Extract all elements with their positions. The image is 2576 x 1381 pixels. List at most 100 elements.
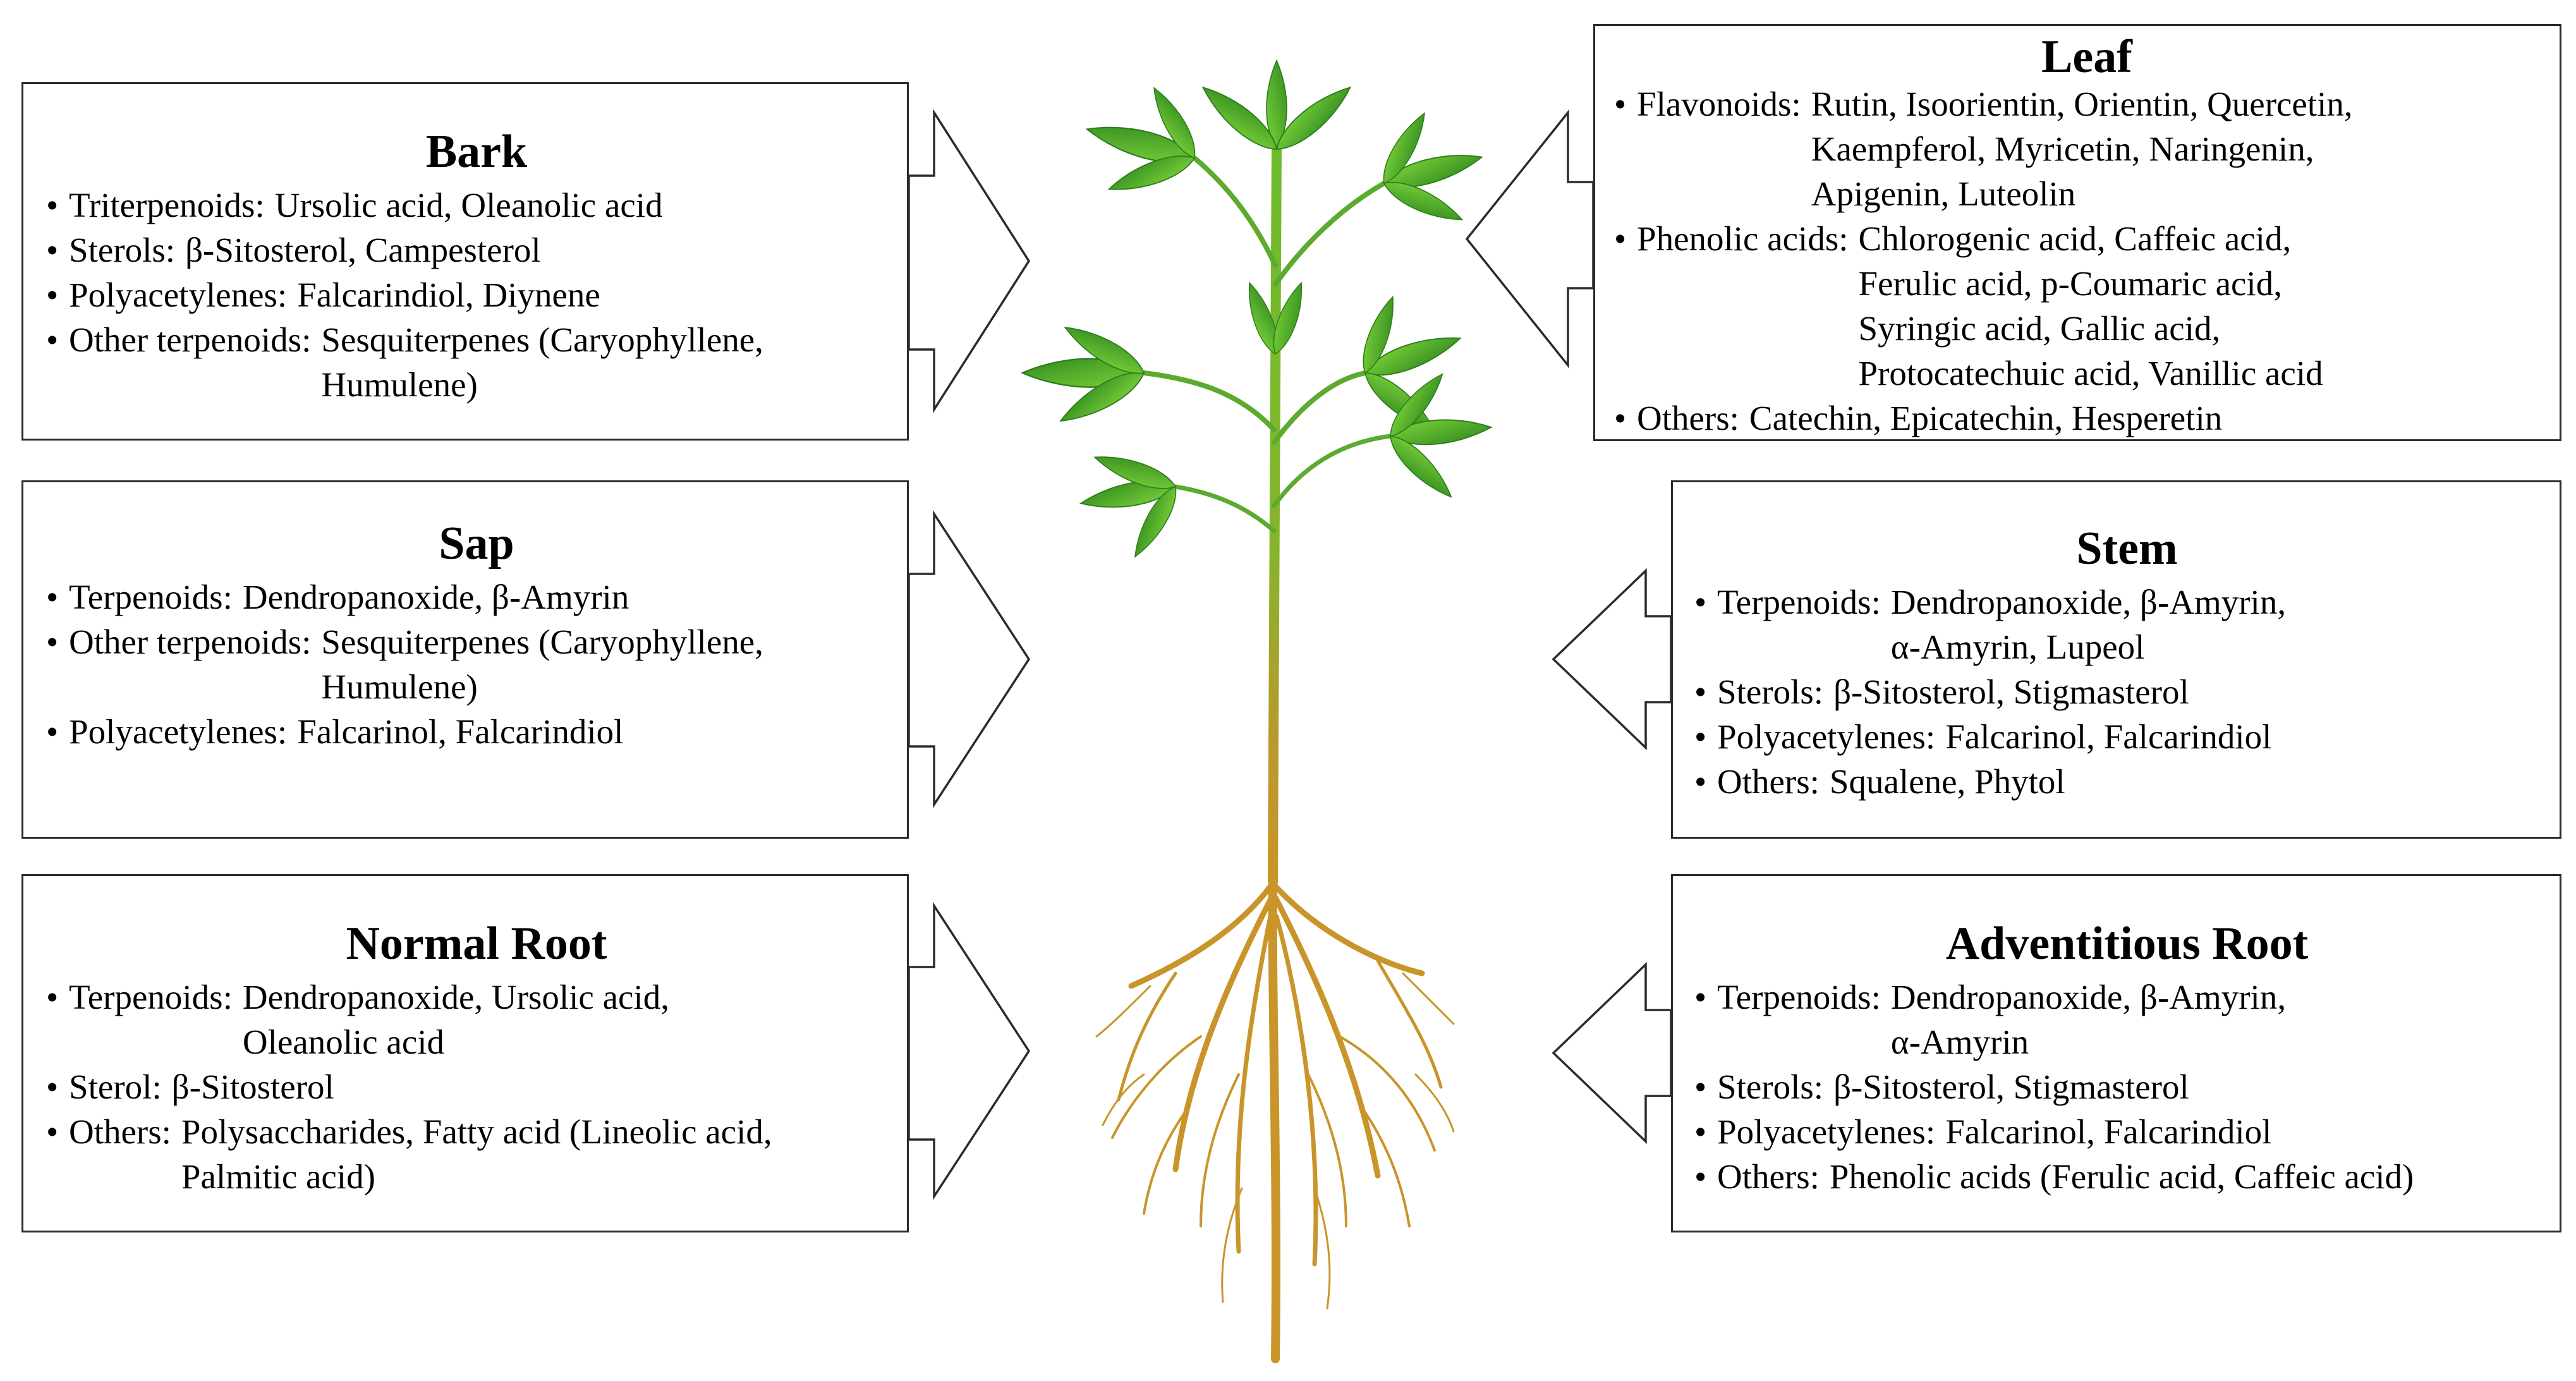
compound-continuation: Flavonoids:Apigenin, Luteolin — [1614, 171, 2560, 216]
compound-names: Palmitic acid) — [181, 1157, 375, 1196]
compound-class-label: Sterols: — [69, 231, 176, 269]
compound-class-label: Flavonoids: — [1637, 85, 1801, 123]
compound-entry: •Sterols:β-Sitosterol, Stigmasterol — [1694, 669, 2560, 714]
compound-names: Protocatechuic acid, Vanillic acid — [1858, 354, 2323, 392]
compound-class-label: Triterpenoids: — [69, 186, 265, 224]
plant-stem — [1141, 140, 1393, 887]
adventitious-root-title: Adventitious Root — [1945, 918, 2309, 970]
leaf-list: • Flavonoids: Rutin, Isoorientin, Orientin… — [1614, 82, 2560, 441]
bullet-icon: • — [46, 978, 59, 1016]
compound-names: β-Sitosterol — [171, 1068, 334, 1106]
compound-entry: •Other terpenoids:Sesquiterpenes (Caryop… — [46, 317, 907, 362]
compound-names: Falcarinol, Falcarindiol — [1945, 717, 2272, 756]
compound-class-label: Others: — [1717, 762, 1820, 801]
compound-class-label: Terpenoids: — [1717, 978, 1881, 1016]
sap-list: •Terpenoids:Dendropanoxide, β-Amyrin•Oth… — [46, 575, 907, 754]
compound-entry: •Sterols:β-Sitosterol, Campesterol — [46, 228, 907, 272]
bullet-icon: • — [46, 1112, 59, 1151]
compound-names: Apigenin, Luteolin — [1811, 174, 2076, 213]
compound-continuation: Terpenoids:Oleanolic acid — [46, 1019, 907, 1064]
compound-entry: • Polyacetylenes:Falcarinol, Falcarindiol — [46, 709, 907, 754]
compound-names: Dendropanoxide, β-Amyrin, — [1890, 583, 2287, 621]
compound-class-label: Sterol: — [69, 1068, 162, 1106]
plant-leaves — [1021, 60, 1493, 563]
bark-arrow-icon — [908, 109, 1031, 413]
adventitious-root-list: •Terpenoids:Dendropanoxide, β-Amyrin,Ter… — [1694, 975, 2560, 1199]
compound-entry: •Sterol:β-Sitosterol — [46, 1064, 907, 1109]
compound-class-label: Phenolic acids: — [1637, 219, 1849, 258]
compound-class-label: Terpenoids: — [1717, 583, 1881, 621]
compound-class-label: Sterols: — [1717, 672, 1824, 711]
compound-continuation: Others:Palmitic acid) — [46, 1154, 907, 1199]
compound-continuation: Phenolic acids:Protocatechuic acid, Vani… — [1614, 351, 2560, 396]
compound-continuation: Terpenoids:α-Amyrin — [1694, 1019, 2560, 1064]
bark-panel: Bark • Triterpenoids:Ursolic acid, Oleano… — [21, 82, 909, 441]
compound-entry: •Others:Polysaccharides, Fatty acid (Lin… — [46, 1109, 907, 1154]
compound-entry: •Others:Squalene, Phytol — [1694, 759, 2560, 804]
compound-entry: •Terpenoids:Dendropanoxide, β-Amyrin — [46, 575, 907, 619]
bullet-icon: • — [46, 276, 59, 314]
compound-class-label: Sterols: — [1717, 1068, 1824, 1106]
compound-class-label: Others: — [1717, 1157, 1820, 1196]
sap-title: Sap — [439, 518, 514, 569]
stem-panel: Stem •Terpenoids:Dendropanoxide, β-Amyri… — [1671, 480, 2561, 839]
stem-arrow-icon — [1552, 568, 1672, 751]
leaf-arrow-icon — [1465, 109, 1595, 368]
stem-title: Stem — [2076, 523, 2178, 575]
bullet-icon: • — [1694, 978, 1707, 1016]
compound-entry: • Polyacetylenes:Falcarindiol, Diynene — [46, 272, 907, 317]
compound-names: Rutin, Isoorientin, Orientin, Quercetin, — [1811, 85, 2353, 123]
compound-entry: •Polyacetylenes:Falcarinol, Falcarindiol — [1694, 1109, 2560, 1154]
compound-names: Falcarinol, Falcarindiol — [1945, 1112, 2272, 1151]
bark-list: • Triterpenoids:Ursolic acid, Oleanolic a… — [46, 183, 907, 407]
compound-class-label: Other terpenoids: — [69, 320, 312, 359]
normal-root-title: Normal Root — [346, 918, 607, 970]
compound-entry: •Terpenoids:Dendropanoxide, Ursolic acid… — [46, 975, 907, 1019]
compound-names: Falcarindiol, Diynene — [297, 276, 600, 314]
compound-continuation: Terpenoids:α-Amyrin, Lupeol — [1694, 624, 2560, 669]
bullet-icon: • — [1614, 85, 1627, 123]
bark-title: Bark — [425, 126, 528, 178]
compound-entry: •Terpenoids:Dendropanoxide, β-Amyrin, — [1694, 580, 2560, 624]
compound-class-label: Others: — [69, 1112, 171, 1151]
bullet-icon: • — [1694, 1112, 1707, 1151]
compound-continuation: Phenolic acids:Ferulic acid, p-Coumaric … — [1614, 261, 2560, 306]
compound-names: Sesquiterpenes (Caryophyllene, — [321, 623, 763, 661]
compound-names: Humulene) — [321, 365, 478, 404]
compound-entry: •Others:Phenolic acids (Ferulic acid, Ca… — [1694, 1154, 2560, 1199]
compound-names: Sesquiterpenes (Caryophyllene, — [321, 320, 763, 359]
compound-entry: •Terpenoids:Dendropanoxide, β-Amyrin, — [1694, 975, 2560, 1019]
compound-class-label: Terpenoids: — [69, 578, 233, 616]
normal-root-list: •Terpenoids:Dendropanoxide, Ursolic acid… — [46, 975, 907, 1199]
compound-names: β-Sitosterol, Stigmasterol — [1833, 1068, 2189, 1106]
compound-class-label: Other terpenoids: — [69, 623, 312, 661]
compound-class-label: Others: — [1637, 399, 1739, 437]
compound-names: Kaempferol, Myricetin, Naringenin, — [1811, 130, 2314, 168]
bullet-icon: • — [1694, 1157, 1707, 1196]
compound-names: β-Sitosterol, Stigmasterol — [1833, 672, 2189, 711]
compound-entry: • Triterpenoids:Ursolic acid, Oleanolic a… — [46, 183, 907, 228]
compound-names: Ferulic acid, p-Coumaric acid, — [1858, 264, 2282, 303]
adventitious-root-arrow-icon — [1552, 961, 1672, 1145]
leaf-panel: Leaf • Flavonoids: Rutin, Isoorientin, Ori… — [1593, 24, 2561, 441]
compound-continuation: Other terpenoids:Humulene) — [46, 362, 907, 407]
compound-entry: •Other terpenoids:Sesquiterpenes (Caryop… — [46, 619, 907, 664]
bullet-icon: • — [46, 712, 59, 751]
compound-names: Syringic acid, Gallic acid, — [1858, 309, 2221, 348]
compound-names: Falcarinol, Falcarindiol — [297, 712, 624, 751]
leaf-title: Leaf — [2041, 31, 2132, 83]
normal-root-panel: Normal Root •Terpenoids:Dendropanoxide, … — [21, 874, 909, 1232]
compound-class-label: Polyacetylenes: — [1717, 717, 1936, 756]
compound-continuation: Flavonoids:Kaempferol, Myricetin, Naring… — [1614, 126, 2560, 171]
bullet-icon: • — [46, 186, 59, 224]
normal-root-arrow-icon — [908, 902, 1031, 1200]
compound-entry: •Sterols:β-Sitosterol, Stigmasterol — [1694, 1064, 2560, 1109]
compound-names: Ursolic acid, Oleanolic acid — [274, 186, 663, 224]
compound-continuation: Phenolic acids:Syringic acid, Gallic aci… — [1614, 306, 2560, 351]
compound-class-label: Polyacetylenes: — [69, 276, 288, 314]
compound-class-label: Polyacetylenes: — [69, 712, 288, 751]
compound-names: α-Amyrin, Lupeol — [1890, 628, 2145, 666]
compound-class-label: Terpenoids: — [69, 978, 233, 1016]
